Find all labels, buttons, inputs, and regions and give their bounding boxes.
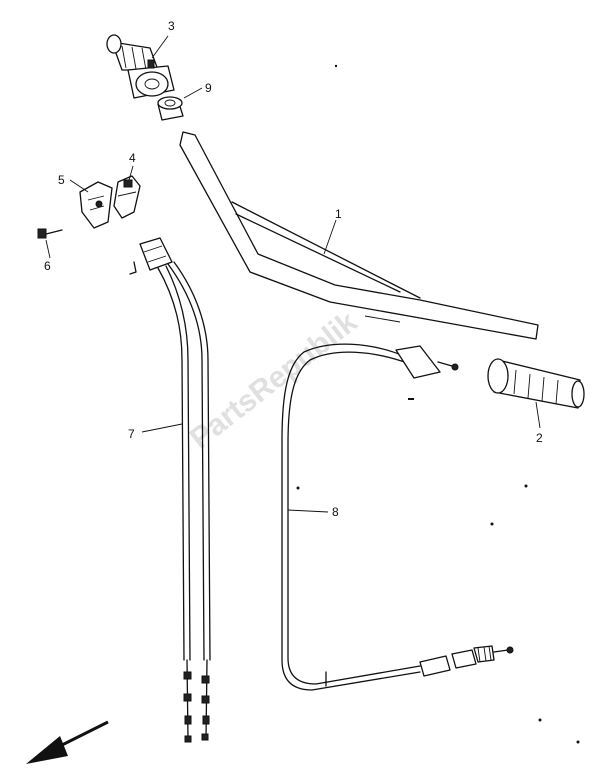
bolt[interactable]	[37, 228, 63, 239]
direction-arrow-icon	[26, 720, 109, 764]
watermark: PartsRepublik	[184, 305, 364, 455]
specks	[296, 64, 580, 744]
clutch-cable[interactable]	[281, 343, 514, 691]
callout-number: 6	[44, 259, 51, 273]
callout-number: 4	[129, 151, 136, 165]
callout-number: 2	[536, 431, 543, 445]
handlebar[interactable]	[179, 131, 539, 340]
throttle-cable[interactable]	[129, 237, 211, 743]
grip-right[interactable]	[487, 358, 585, 409]
collar[interactable]	[157, 96, 184, 121]
callout-number: 3	[168, 19, 175, 33]
callout-number: 5	[58, 173, 65, 187]
clamp-lower[interactable]	[79, 181, 113, 229]
callout-number: 9	[205, 81, 212, 95]
callouts: 3 9 5 4 6 1 2 7 8	[44, 19, 543, 519]
callout-number: 1	[335, 207, 342, 221]
leader-lines	[45, 35, 541, 513]
callout-number: 7	[128, 427, 135, 441]
clamp-upper[interactable]	[113, 175, 141, 219]
callout-number: 8	[332, 505, 339, 519]
grip-left[interactable]	[106, 34, 175, 99]
